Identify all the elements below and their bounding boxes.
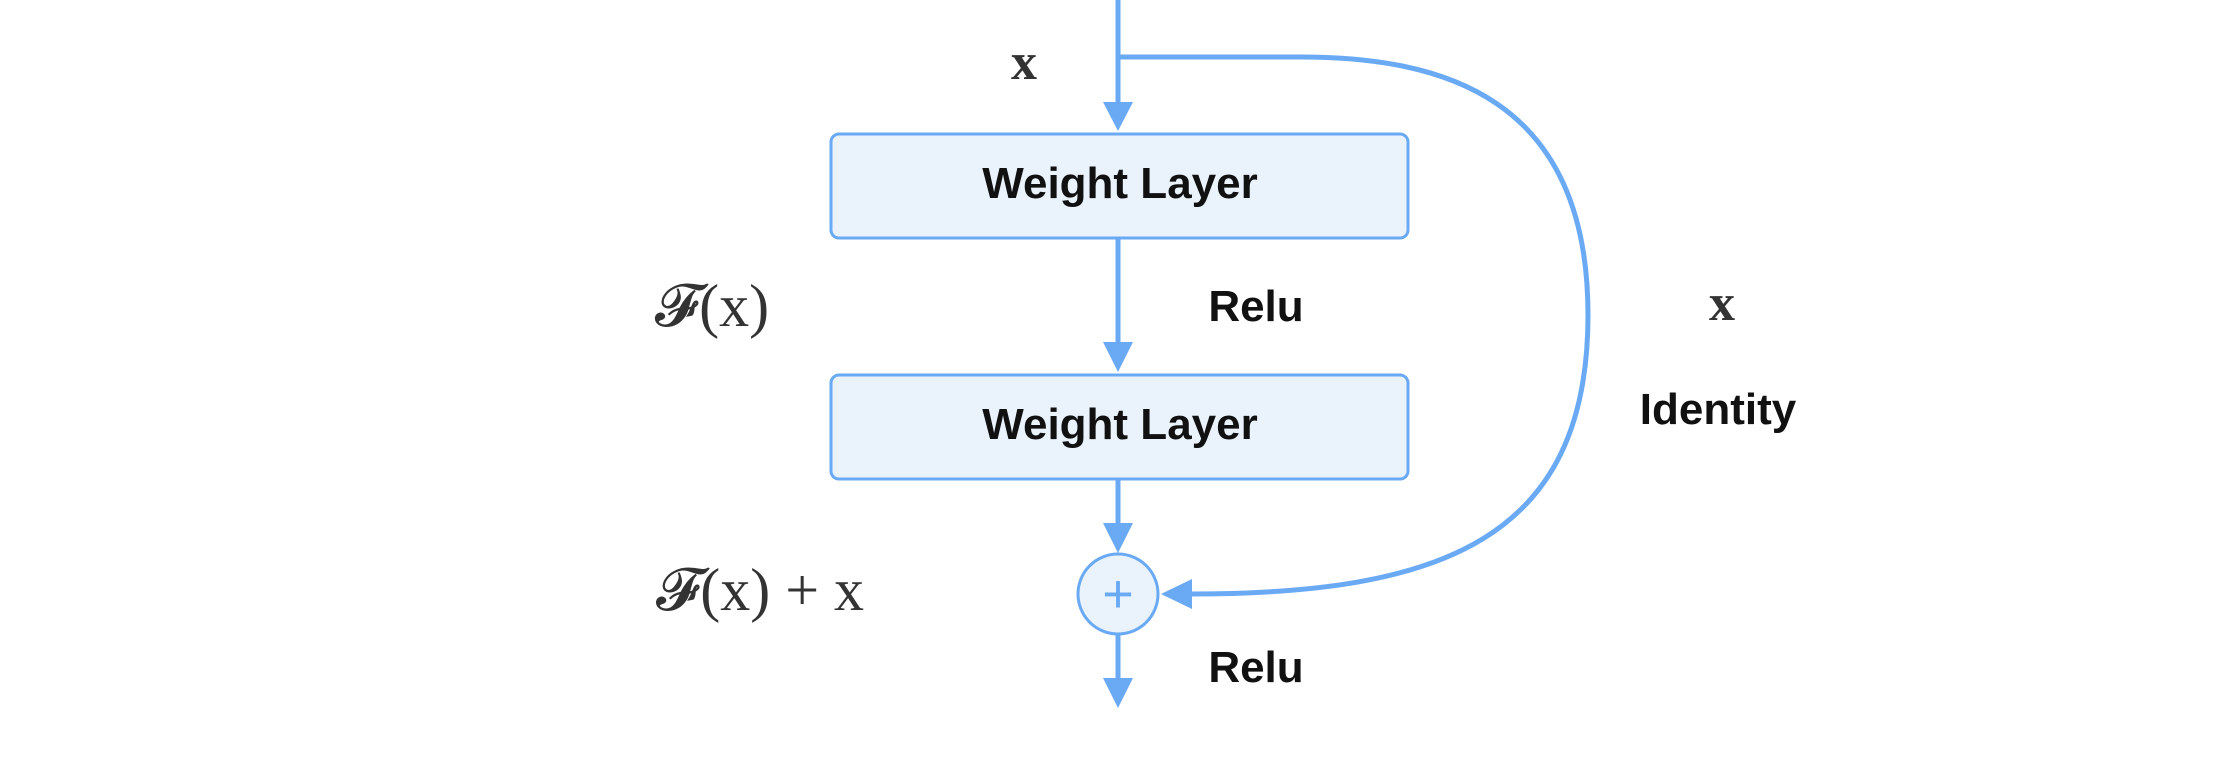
weight-layer-1-label: Weight Layer xyxy=(982,159,1257,208)
sum-symbol: + xyxy=(1102,564,1134,624)
weight-layer-2-label: Weight Layer xyxy=(982,400,1257,449)
middle-arrowhead xyxy=(1103,342,1133,372)
residual-function-label: 𝓕(x) xyxy=(655,273,769,339)
output-arrowhead xyxy=(1103,678,1133,708)
skip-connection-path xyxy=(1120,54,1591,597)
relu-2-label: Relu xyxy=(1208,643,1303,692)
sum-input-arrowhead xyxy=(1103,523,1133,553)
input-arrowhead xyxy=(1103,102,1133,131)
identity-label: Identity xyxy=(1640,385,1797,434)
input-label: x xyxy=(1011,34,1037,91)
sum-label: 𝓕(x) + x xyxy=(656,557,864,623)
skip-arrowhead xyxy=(1161,579,1192,609)
relu-1-label: Relu xyxy=(1208,282,1303,331)
skip-x-label: x xyxy=(1709,275,1735,332)
